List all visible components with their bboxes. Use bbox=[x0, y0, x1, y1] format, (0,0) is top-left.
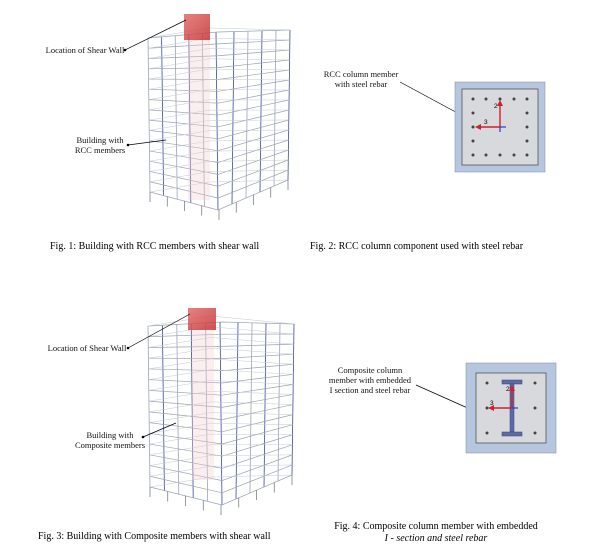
label-building-composite: Building with Composite members bbox=[74, 430, 146, 450]
rebar-dots bbox=[471, 97, 529, 157]
leader-line bbox=[127, 139, 167, 146]
label-line: member with embedded bbox=[328, 375, 412, 385]
label-shear-wall-location: Location of Shear Wall bbox=[47, 343, 127, 353]
label-rcc-column: RCC column member with steel rebar bbox=[318, 69, 404, 89]
label-composite-column: Composite column member with embedded I … bbox=[320, 365, 420, 395]
label-building-rcc: Building with RCC members bbox=[72, 135, 128, 155]
building-composite-model bbox=[147, 308, 295, 515]
label-line: Composite column bbox=[337, 365, 403, 375]
label-line: Building with bbox=[86, 430, 134, 440]
axis-3-label: 3 bbox=[484, 119, 488, 126]
caption-fig2: Fig. 2: RCC column component used with s… bbox=[310, 241, 524, 252]
rcc-column-section: 2 3 bbox=[399, 81, 546, 173]
label-line: with steel rebar bbox=[334, 79, 388, 89]
composite-column-section: 2 3 bbox=[415, 362, 557, 454]
leader-line bbox=[142, 422, 177, 438]
label-line: Composite members bbox=[74, 440, 146, 450]
building-rcc-model bbox=[147, 14, 291, 220]
axis-2-label: 2 bbox=[494, 103, 498, 110]
label-line: RCC members bbox=[74, 145, 126, 155]
caption-line: Fig. 4: Composite column member with emb… bbox=[334, 521, 538, 532]
axis-3-label: 3 bbox=[490, 400, 494, 407]
caption-fig3: Fig. 3: Building with Composite members … bbox=[38, 531, 271, 542]
caption-fig1: Fig. 1: Building with RCC members with s… bbox=[50, 241, 260, 252]
building-frame bbox=[147, 27, 291, 220]
caption-fig4: Fig. 4: Composite column member with emb… bbox=[318, 521, 554, 545]
label-line: RCC column member bbox=[323, 69, 399, 79]
label-line: I section and steel rebar bbox=[329, 385, 411, 395]
leader-line bbox=[127, 313, 191, 349]
rebar-dots bbox=[485, 381, 537, 435]
label-line: Building with bbox=[76, 135, 124, 145]
shear-wall-block bbox=[188, 308, 216, 330]
building-frame bbox=[147, 315, 295, 515]
axis-2-label: 2 bbox=[506, 386, 510, 393]
label-shear-wall-location: Location of Shear Wall bbox=[45, 45, 125, 55]
caption-line: I - section and steel rebar bbox=[384, 533, 488, 544]
leader-line bbox=[124, 19, 187, 51]
shear-wall-block bbox=[184, 14, 210, 40]
